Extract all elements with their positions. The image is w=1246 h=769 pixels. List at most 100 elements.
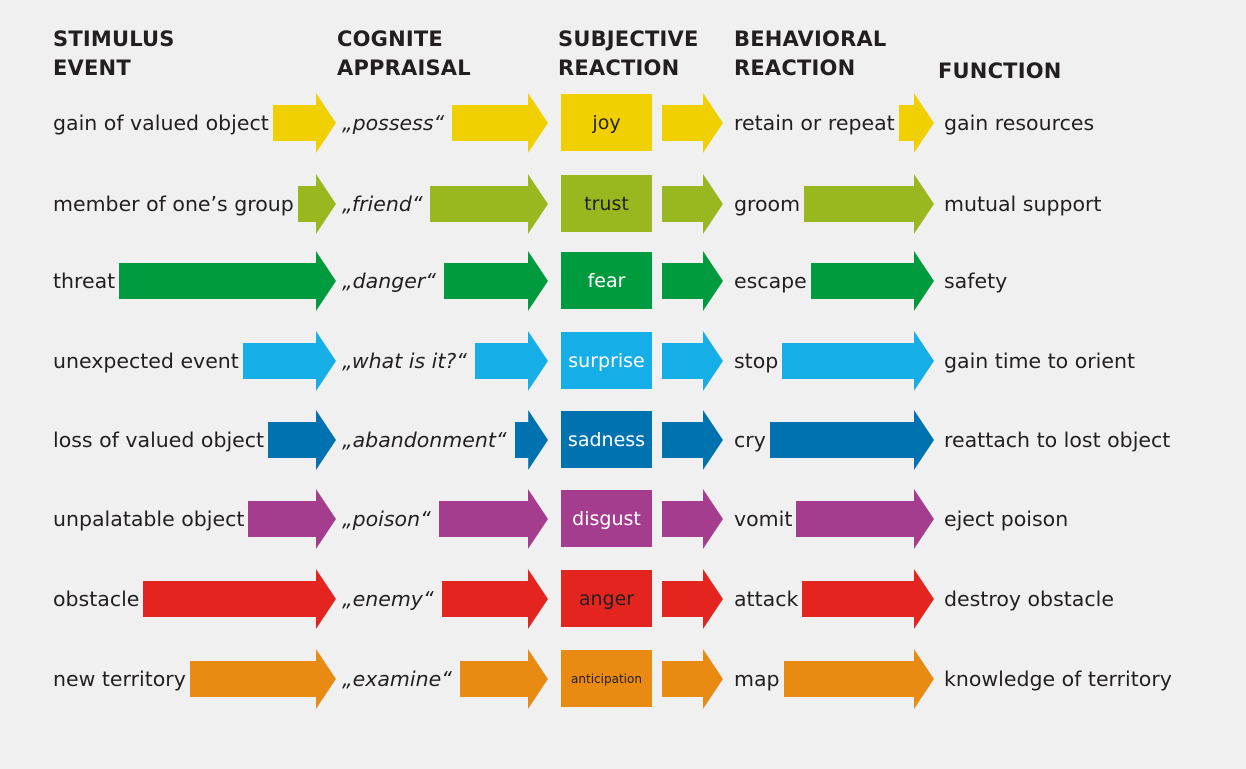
row-6-emotion-badge: disgust	[561, 490, 652, 547]
row-3-arrow-to-behavior-shape	[662, 251, 723, 311]
row-4-arrow-to-function	[782, 331, 934, 391]
row-3-emotion-badge: fear	[561, 252, 652, 309]
row-6-function: eject poison	[944, 507, 1069, 531]
row-6-arrow-to-appraisal	[248, 489, 336, 549]
header-subjective-reaction: SUBJECTIVE REACTION	[558, 27, 699, 80]
header-behavioral-reaction: BEHAVIORAL REACTION	[734, 27, 887, 80]
row-1-appraisal: „possess“	[342, 111, 445, 135]
row-3-arrow-to-reaction-shape	[444, 251, 548, 311]
row-4-arrow-to-appraisal-shape	[243, 331, 336, 391]
row-2-emotion-badge: trust	[561, 175, 652, 232]
row-8-function: knowledge of territory	[944, 667, 1172, 691]
row-1-arrow-to-appraisal-shape	[273, 93, 336, 153]
row-8-emotion-label: anticipation	[571, 671, 642, 686]
row-5-arrow-to-appraisal	[268, 410, 336, 470]
row-4-arrow-to-reaction-shape	[475, 331, 548, 391]
row-7-arrow-to-function	[802, 569, 934, 629]
row-5-function: reattach to lost object	[944, 428, 1171, 452]
row-5-emotion-badge: sadness	[561, 411, 652, 468]
row-1-arrow-to-behavior	[662, 93, 723, 153]
row-6-arrow-to-function	[796, 489, 934, 549]
row-6-stimulus: unpalatable object	[53, 507, 245, 531]
row-6-arrow-to-behavior-shape	[662, 489, 723, 549]
row-1-function: gain resources	[944, 111, 1095, 135]
row-8-arrow-to-appraisal-shape	[190, 649, 336, 709]
row-8-arrow-to-reaction-shape	[460, 649, 548, 709]
row-1-behavior: retain or repeat	[734, 111, 895, 135]
row-5-appraisal: „abandonment“	[342, 428, 507, 452]
row-2-arrow-to-appraisal	[298, 174, 336, 234]
row-7-emotion-badge: anger	[561, 570, 652, 627]
row-1-arrow-to-behavior-shape	[662, 93, 723, 153]
row-4-arrow-to-appraisal	[243, 331, 336, 391]
row-3-arrow-to-appraisal	[119, 251, 336, 311]
row-3-arrow-to-behavior	[662, 251, 723, 311]
row-2-arrow-to-behavior-shape	[662, 174, 723, 234]
row-5-stimulus: loss of valued object	[53, 428, 265, 452]
row-7-stimulus: obstacle	[53, 587, 140, 611]
header-function: FUNCTION	[938, 59, 1062, 83]
row-4-appraisal: „what is it?“	[342, 349, 467, 373]
row-8-arrow-to-reaction	[460, 649, 548, 709]
row-1-arrow-to-function	[899, 93, 934, 153]
row-3-appraisal: „danger“	[342, 269, 436, 293]
row-2-function: mutual support	[944, 192, 1102, 216]
row-4-arrow-to-behavior	[662, 331, 723, 391]
row-7-arrow-to-appraisal-shape	[143, 569, 336, 629]
row-3-arrow-to-function	[811, 251, 934, 311]
row-2-stimulus: member of one’s group	[53, 192, 294, 216]
row-1-arrow-to-reaction-shape	[452, 93, 548, 153]
row-1-emotion-label: joy	[592, 111, 621, 134]
row-3-arrow-to-reaction	[444, 251, 548, 311]
row-8-appraisal: „examine“	[342, 667, 452, 691]
row-6-appraisal: „poison“	[342, 507, 431, 531]
row-2-arrow-to-function	[804, 174, 934, 234]
row-4-arrow-to-function-shape	[782, 331, 934, 391]
row-3-behavior: escape	[734, 269, 807, 293]
row-4-emotion-badge: surprise	[561, 332, 652, 389]
row-2-arrow-to-reaction-shape	[430, 174, 548, 234]
row-7-arrow-to-function-shape	[802, 569, 934, 629]
row-5-arrow-to-function-shape	[770, 410, 934, 470]
row-3-arrow-to-appraisal-shape	[119, 251, 336, 311]
row-6-arrow-to-function-shape	[796, 489, 934, 549]
row-4-function: gain time to orient	[944, 349, 1136, 373]
row-7-arrow-to-appraisal	[143, 569, 336, 629]
row-5-arrow-to-behavior-shape	[662, 410, 723, 470]
row-4-arrow-to-reaction	[475, 331, 548, 391]
row-7-arrow-to-behavior-shape	[662, 569, 723, 629]
header-cognitive-appraisal: COGNITE APPRAISAL	[337, 27, 471, 80]
row-3-emotion-label: fear	[587, 269, 626, 292]
row-5-arrow-to-behavior	[662, 410, 723, 470]
row-3-function: safety	[944, 269, 1008, 293]
row-2-arrow-to-behavior	[662, 174, 723, 234]
row-8-behavior: map	[734, 667, 780, 691]
row-5-emotion-label: sadness	[567, 428, 646, 451]
row-5-arrow-to-reaction-shape	[515, 410, 548, 470]
row-2-appraisal: „friend“	[342, 192, 423, 216]
row-2-behavior: groom	[734, 192, 801, 216]
row-7-arrow-to-reaction	[442, 569, 548, 629]
row-2-arrow-to-function-shape	[804, 174, 934, 234]
row-1-arrow-to-appraisal	[273, 93, 336, 153]
row-7-function: destroy obstacle	[944, 587, 1114, 611]
row-5-behavior: cry	[734, 428, 766, 452]
row-4-behavior: stop	[734, 349, 779, 373]
row-2-emotion-label: trust	[584, 192, 629, 215]
row-1-emotion-badge: joy	[561, 94, 652, 151]
row-5-arrow-to-reaction	[515, 410, 548, 470]
row-6-arrow-to-reaction	[439, 489, 548, 549]
row-6-arrow-to-appraisal-shape	[248, 489, 336, 549]
row-5-arrow-to-appraisal-shape	[268, 410, 336, 470]
row-8-arrow-to-function	[784, 649, 934, 709]
row-8-arrow-to-appraisal	[190, 649, 336, 709]
row-8-emotion-badge: anticipation	[561, 650, 652, 707]
header-stimulus-event: STIMULUS EVENT	[53, 27, 175, 80]
row-8-arrow-to-behavior	[662, 649, 723, 709]
row-3-arrow-to-function-shape	[811, 251, 934, 311]
row-8-stimulus: new territory	[53, 667, 186, 691]
row-1-stimulus: gain of valued object	[53, 111, 269, 135]
row-8-arrow-to-behavior-shape	[662, 649, 723, 709]
row-4-stimulus: unexpected event	[53, 349, 239, 373]
